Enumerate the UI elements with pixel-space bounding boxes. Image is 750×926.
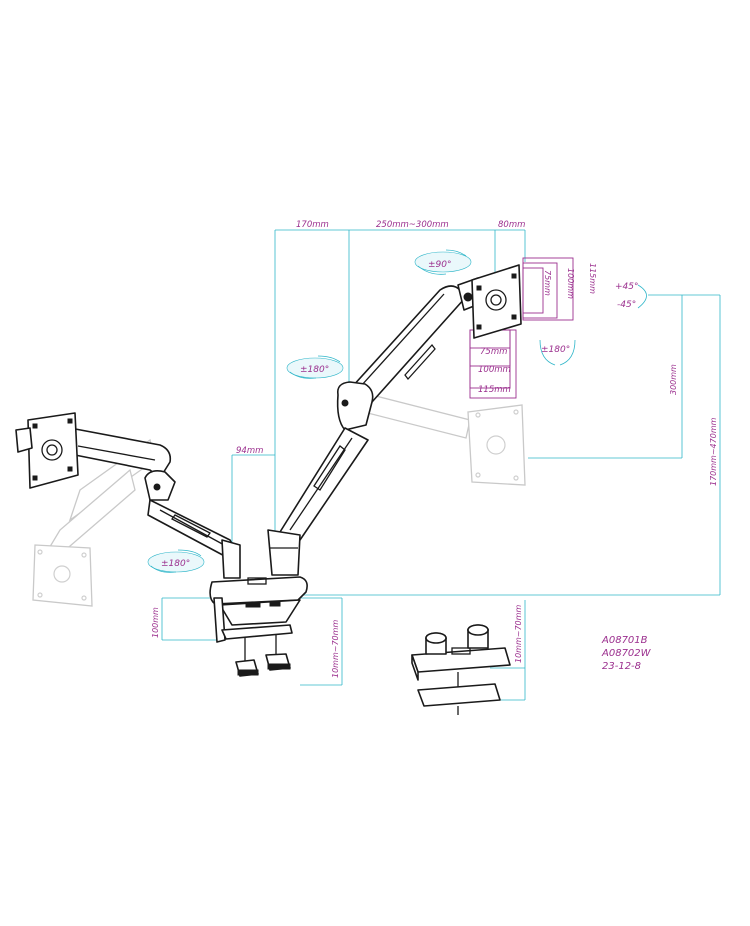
rotation-oval-arm <box>286 355 344 379</box>
dim-vesa-75-h: 75mm <box>480 347 507 357</box>
angle-tilt-down: -45° <box>617 300 636 310</box>
model-code-1: A08701B <box>601 635 648 646</box>
dim-height-300: 300mm <box>669 364 678 395</box>
dim-grommet-thickness: 10mm~70mm <box>514 605 523 663</box>
ghost-arm-left <box>32 438 156 607</box>
model-code-2: A08702W <box>601 648 652 659</box>
dim-top-right: 80mm <box>498 220 525 230</box>
right-arm <box>267 277 485 576</box>
dim-height-total: 170mm~470mm <box>709 417 718 486</box>
grommet-mount <box>411 624 511 715</box>
angle-rotate-base: ±180° <box>161 559 190 569</box>
ghost-arm-right <box>354 391 526 486</box>
right-vesa-plate <box>471 264 522 339</box>
angle-tilt-up: +45° <box>615 282 639 292</box>
angle-rotate-arm: ±180° <box>300 365 329 375</box>
rotation-oval-top <box>414 249 472 275</box>
dim-depth: 94mm <box>236 446 263 456</box>
dim-vesa-100-v: 100mm <box>566 268 575 299</box>
rotation-arc-screen <box>539 339 576 366</box>
angle-rotate-screen: ±180° <box>541 345 570 355</box>
dim-clamp-height: 100mm <box>151 607 160 638</box>
dim-top-left: 170mm <box>296 220 329 230</box>
dim-clamp-thickness: 10mm~70mm <box>331 620 340 678</box>
rotation-oval-base <box>147 549 205 573</box>
dim-vesa-115-v: 115mm <box>588 263 597 294</box>
dim-top-mid: 250mm~300mm <box>376 220 449 230</box>
dim-vesa-100-h: 100mm <box>478 365 511 375</box>
tilt-arc <box>637 284 647 309</box>
dim-vesa-115-h: 115mm <box>478 385 511 395</box>
left-arm <box>69 427 241 579</box>
dimension-lines <box>161 229 721 701</box>
left-vesa-plate <box>15 412 79 489</box>
model-code-3: 23-12-8 <box>602 661 641 672</box>
dim-vesa-75-v: 75mm <box>543 270 552 296</box>
angle-swivel-top: ±90° <box>428 260 452 270</box>
desk-clamp <box>209 576 308 677</box>
